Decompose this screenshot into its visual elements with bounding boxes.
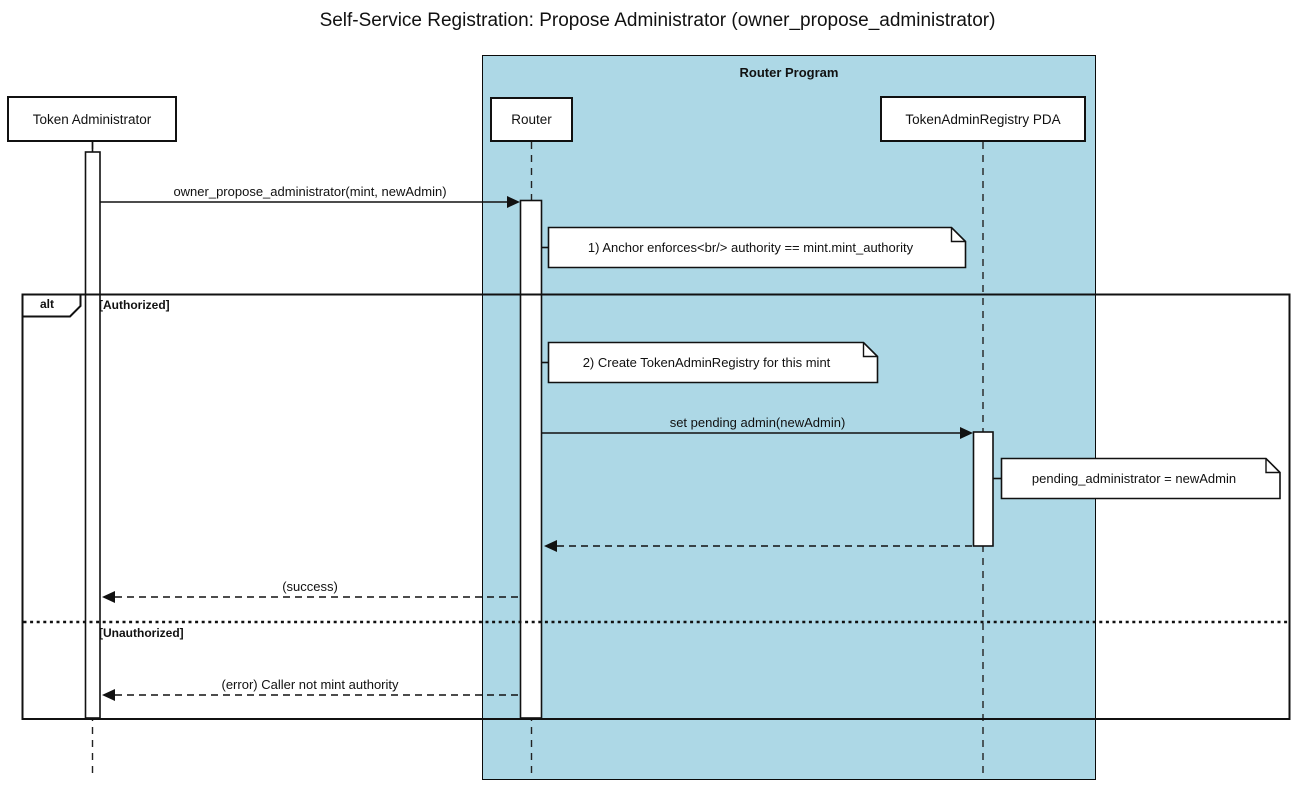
note-anchor-enforces-text: 1) Anchor enforces<br/> authority == min… (587, 240, 914, 255)
note3-shape (1000, 457, 1281, 500)
diagram-title: Self-Service Registration: Propose Admin… (319, 10, 996, 31)
message-owner-propose-label: owner_propose_administrator(mint, newAdm… (173, 184, 447, 199)
message-owner-propose-arrowhead-icon (507, 196, 520, 208)
participant-token-administrator: Token Administrator (7, 96, 177, 142)
note2-fold-icon (862, 342, 878, 358)
router-program-group-box (482, 55, 1096, 780)
activation-router (519, 199, 543, 719)
return-error-label: (error) Caller not mint authority (221, 677, 399, 692)
note1-shape (547, 226, 967, 269)
participant-token-admin-registry-pda: TokenAdminRegistry PDA (880, 96, 1086, 142)
participant-token-admin-registry-pda-label: TokenAdminRegistry PDA (905, 111, 1061, 127)
message-set-pending-admin-label: set pending admin(newAdmin) (669, 415, 846, 430)
note2-shape (547, 341, 879, 384)
alt-operator-pentagon (21, 293, 82, 318)
participant-router-label: Router (511, 112, 552, 127)
alt-guard-authorized: [Authorized] (99, 298, 170, 312)
note-create-registry-text: 2) Create TokenAdminRegistry for this mi… (582, 355, 831, 370)
return-pda-to-router-arrowhead-icon (544, 540, 557, 552)
alt-operator-label: alt (39, 297, 54, 311)
return-error-arrowhead-icon (102, 689, 115, 701)
note-pending-administrator-text: pending_administrator = newAdmin (1031, 471, 1237, 486)
router-program-group-label: Router Program (739, 65, 839, 80)
return-success-arrowhead-icon (102, 591, 115, 603)
message-set-pending-admin-arrowhead-icon (960, 427, 973, 439)
activation-token-administrator (84, 151, 101, 719)
alt-frame (21, 293, 1291, 720)
note1-fold-icon (950, 227, 966, 243)
activation-token-admin-registry-pda (972, 431, 994, 547)
note3-fold-icon (1265, 458, 1280, 474)
participant-token-administrator-label: Token Administrator (32, 111, 152, 127)
return-success-label: (success) (282, 579, 338, 594)
participant-router: Router (490, 97, 573, 142)
alt-guard-unauthorized: [Unauthorized] (99, 626, 184, 640)
